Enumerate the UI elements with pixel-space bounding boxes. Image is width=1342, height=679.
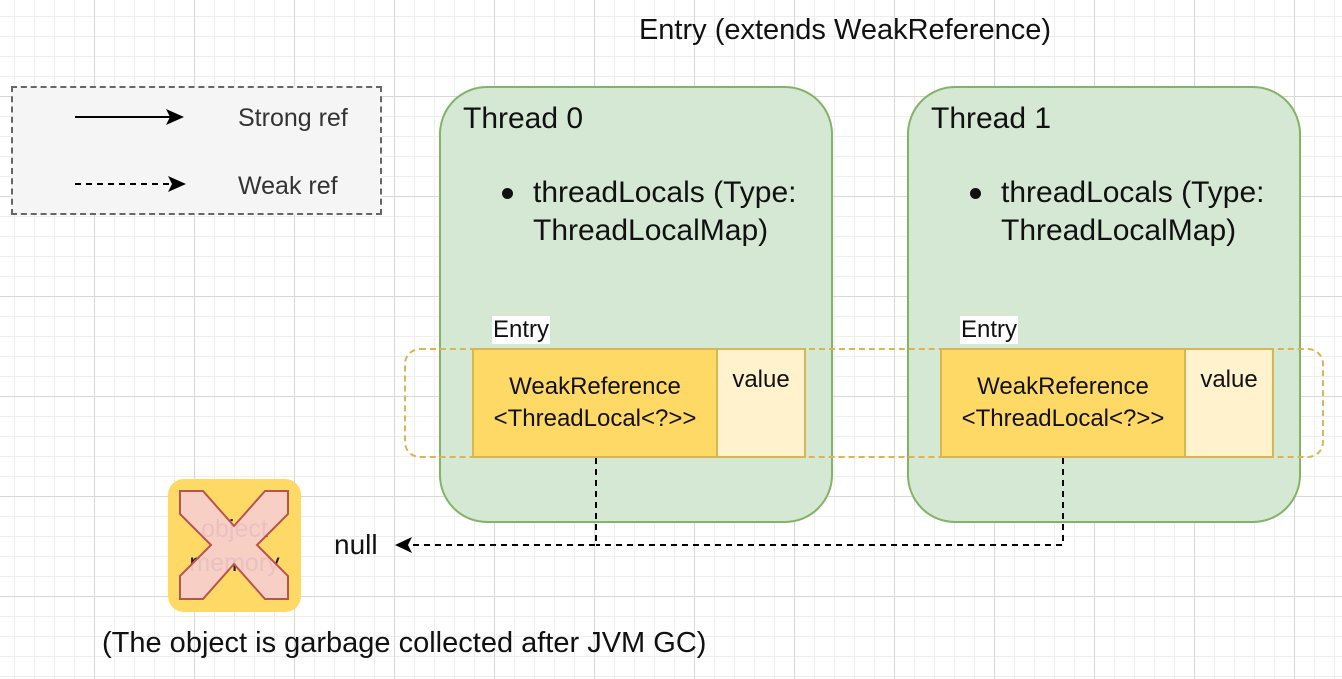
thread-1-field-line1: threadLocals (Type: (1001, 176, 1265, 209)
thread-1-field-line2: ThreadLocalMap) (1001, 214, 1237, 247)
thread-0-fields: threadLocals (Type: ThreadLocalMap) (533, 174, 833, 250)
thread-1-weakref-line1: WeakReference (977, 373, 1149, 400)
weak-ref-arrowhead (168, 176, 186, 192)
thread-0-bullet (502, 188, 513, 199)
thread-0-value-cell[interactable]: value (716, 348, 806, 458)
thread-1-weakref-line2: <ThreadLocal<?>> (961, 405, 1165, 432)
thread-1-bullet (970, 188, 981, 199)
thread-0-weakref-cell[interactable]: WeakReference <ThreadLocal<?>> (472, 348, 718, 458)
thread-1-weakref-cell[interactable]: WeakReference <ThreadLocal<?>> (940, 348, 1186, 458)
thread-0-title: Thread 0 (463, 102, 584, 135)
thread-1-value-cell[interactable]: value (1184, 348, 1274, 458)
thread-1-title: Thread 1 (931, 102, 1052, 135)
gc-caption: (The object is garbage collected after J… (102, 627, 707, 659)
thread-0-weakref-line2: <ThreadLocal<?>> (493, 405, 697, 432)
legend-weak-label: Weak ref (238, 172, 338, 200)
thread-0-entry-label: Entry (492, 316, 551, 344)
legend (11, 86, 382, 215)
entry-class-group (404, 348, 1324, 458)
thread-0-weakref-line1: WeakReference (509, 373, 681, 400)
strong-ref-arrowhead (166, 109, 184, 125)
legend-strong-label: Strong ref (238, 104, 348, 132)
thread-1-weak-ref-line (596, 458, 1064, 546)
thread-1-fields: threadLocals (Type: ThreadLocalMap) (1001, 174, 1301, 250)
cross-icon (179, 490, 289, 600)
null-arrowhead (395, 537, 412, 553)
thread-0-field-line1: threadLocals (Type: (533, 176, 797, 209)
null-label: null (334, 529, 378, 560)
thread-0-field-line2: ThreadLocalMap) (533, 214, 769, 247)
thread-0-weak-ref-line (410, 458, 597, 546)
thread-1-entry-label: Entry (960, 316, 1019, 344)
diagram-title: Entry (extends WeakReference) (638, 14, 1052, 46)
